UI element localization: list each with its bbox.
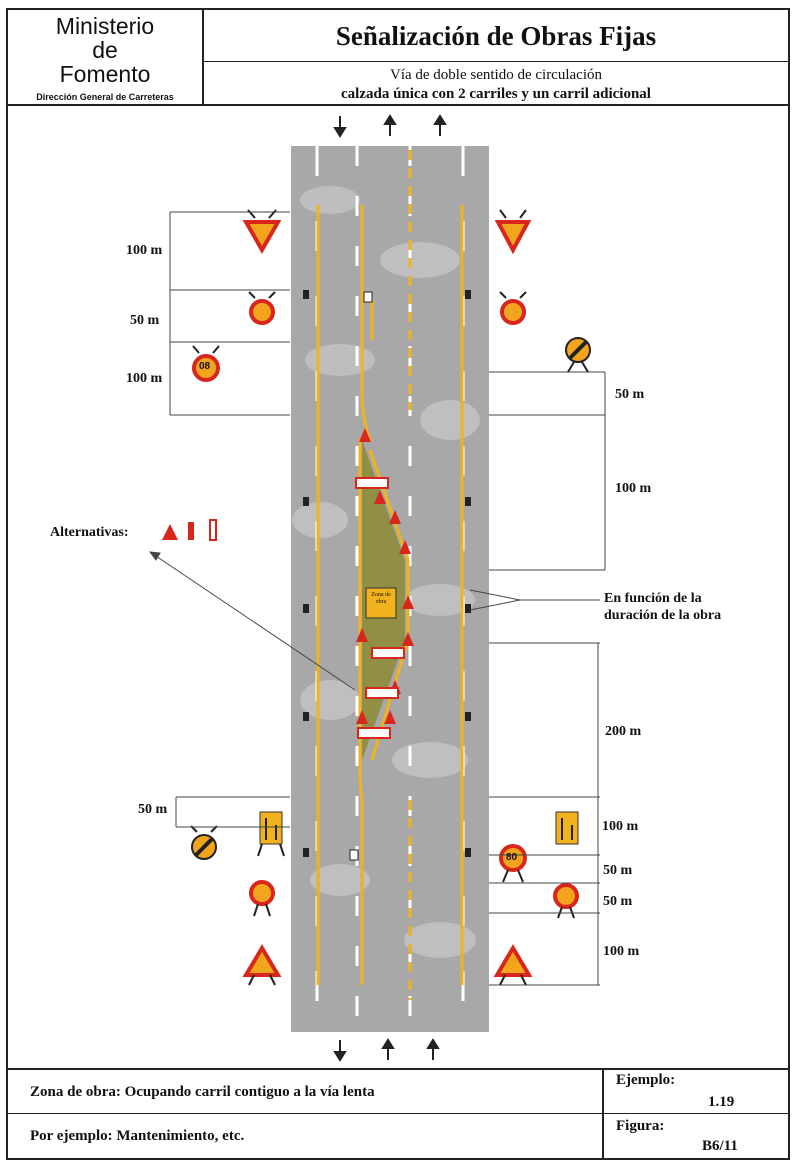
sign-no-overtaking-right [499, 291, 527, 325]
page-title: Señalización de Obras Fijas [204, 10, 788, 62]
sign-no-overtaking-left [248, 291, 276, 325]
sign-no-overtaking-left-bottom [249, 880, 275, 917]
footer-ejemplo: Ejemplo: 1.19 [604, 1070, 788, 1114]
ministry-line3: Fomento [59, 61, 151, 87]
ministry-logo: Ministerio de Fomento Dirección General … [8, 10, 204, 106]
example-desc: Por ejemplo: Mantenimiento, etc. [30, 1128, 245, 1144]
ministry-line1: Ministerio [55, 13, 155, 39]
dist-right-5: 50 m [603, 863, 633, 878]
sign-end-restriction-left [190, 825, 218, 860]
note-arrows [148, 551, 600, 691]
dist-right-4: 100 m [602, 819, 639, 834]
dist-right-6: 50 m [603, 894, 633, 909]
ejemplo-label: Ejemplo: [616, 1072, 676, 1088]
dist-right-3: 200 m [605, 724, 642, 739]
ministry-line2: de [92, 37, 118, 63]
dist-left-4: 50 m [138, 802, 168, 817]
speed-limit-top-left: 08 [199, 361, 211, 372]
figura-value: B6/11 [702, 1138, 738, 1154]
dimension-lines-left [169, 211, 290, 828]
duration-note-line2: duración de la obra [604, 608, 722, 623]
sign-roadworks-right-bottom [493, 944, 533, 986]
dist-left-2: 50 m [130, 313, 160, 328]
page-subtitle: Vía de doble sentido de circulación calz… [204, 62, 788, 106]
footer-work-zone: Zona de obra: Ocupando carril contiguo a… [8, 1070, 604, 1114]
footer: Zona de obra: Ocupando carril contiguo a… [8, 1068, 788, 1158]
sign-roadworks-left-bottom [242, 944, 282, 986]
sign-speed-right [499, 844, 527, 883]
footer-example: Por ejemplo: Mantenimiento, etc. [8, 1114, 604, 1158]
alternatives-icons [162, 519, 217, 541]
figura-label: Figura: [616, 1118, 665, 1134]
sign-end-restriction-right [565, 337, 591, 373]
sign-roadworks-left-top [242, 209, 282, 255]
dist-right-7: 100 m [603, 944, 640, 959]
sign-no-overtaking-right-bottom [553, 883, 579, 919]
subtitle-line2: calzada única con 2 carriles y un carril… [341, 86, 651, 102]
dist-left-1: 100 m [126, 243, 163, 258]
work-zone-desc: Zona de obra: Ocupando carril contiguo a… [30, 1084, 375, 1100]
work-zone-label: Zona de obra [371, 592, 391, 605]
barrier-boards [355, 477, 405, 739]
sign-lanes-right [555, 811, 579, 845]
work-zone-sign [365, 587, 397, 619]
dimension-lines-right [489, 371, 606, 986]
direction-arrows [333, 114, 447, 1062]
duration-note-line1: En función de la [604, 591, 702, 606]
duration-note: En función de la duración de la obra [604, 590, 721, 624]
ejemplo-value: 1.19 [708, 1094, 735, 1110]
sign-lanes-left [257, 811, 285, 857]
ministry-subtitle: Dirección General de Carreteras [36, 92, 174, 102]
footer-figura: Figura: B6/11 [604, 1114, 788, 1158]
sign-speed-left [192, 345, 220, 382]
speed-limit-right: 80 [506, 852, 518, 863]
warning-lights [303, 290, 471, 861]
dist-right-1: 50 m [615, 387, 645, 402]
alternatives-label: Alternativas: [50, 525, 129, 540]
subtitle-line1: Vía de doble sentido de circulación [389, 67, 602, 83]
page-frame [6, 8, 790, 1160]
dist-left-3: 100 m [126, 371, 163, 386]
sign-roadworks-right-top [494, 209, 532, 255]
ministry-name: Ministerio de Fomento [8, 14, 202, 86]
dist-right-2: 100 m [615, 481, 652, 496]
